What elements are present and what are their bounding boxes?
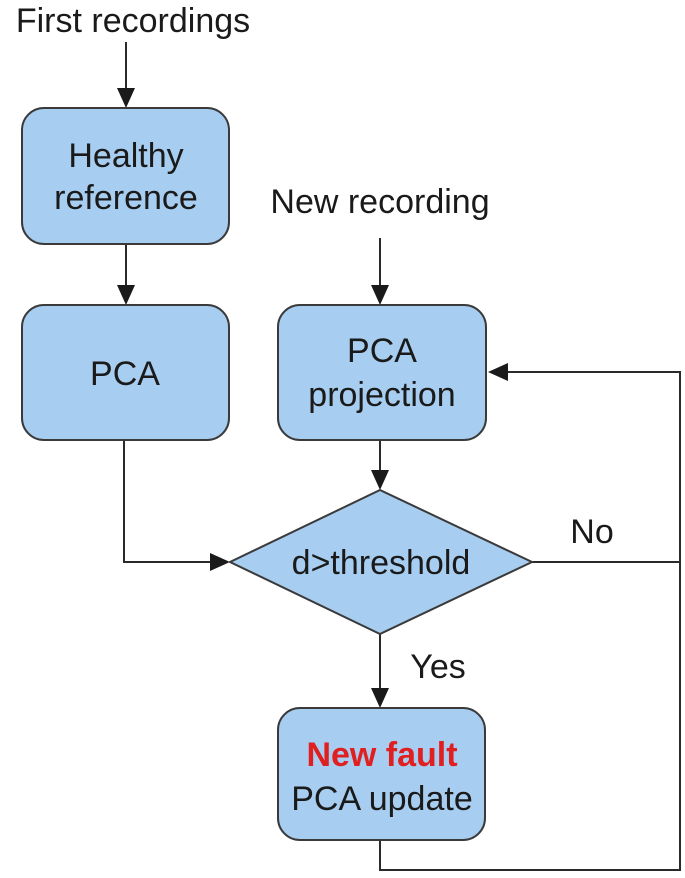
arrowhead-fault (371, 688, 389, 708)
pca-projection-line1: PCA (347, 332, 417, 370)
healthy-reference-line2: reference (54, 179, 198, 217)
edges (117, 42, 681, 871)
new-recording-label: New recording (270, 183, 489, 221)
edge-label-yes: Yes (410, 648, 465, 686)
pca-label: PCA (90, 355, 160, 393)
edge-label-no: No (570, 513, 613, 551)
decision-label: d>threshold (292, 544, 471, 582)
pca-update-label: PCA update (291, 780, 472, 818)
arrowhead-healthy (117, 88, 135, 108)
arrowhead-decision-left (210, 553, 230, 571)
node-fault-update: New fault PCA update (277, 707, 486, 841)
node-pca: PCA (21, 304, 230, 441)
node-pca-projection: PCA projection (277, 304, 487, 441)
new-fault-label: New fault (306, 736, 457, 774)
pca-projection-line2: projection (308, 376, 455, 414)
edge-pca-to-decision (123, 440, 210, 563)
arrowhead-projection (371, 285, 389, 305)
first-recordings-label: First recordings (16, 2, 250, 40)
arrowhead-decision-top (371, 470, 389, 490)
node-decision: d>threshold (227, 488, 535, 636)
healthy-reference-line1: Healthy (68, 137, 183, 175)
edge-fault-loop (379, 562, 681, 871)
node-healthy-reference: Healthy reference (21, 107, 230, 245)
arrowhead-projection-loop (488, 363, 508, 381)
arrowhead-pca (117, 285, 135, 305)
edge-decision-no-loop (508, 371, 681, 563)
